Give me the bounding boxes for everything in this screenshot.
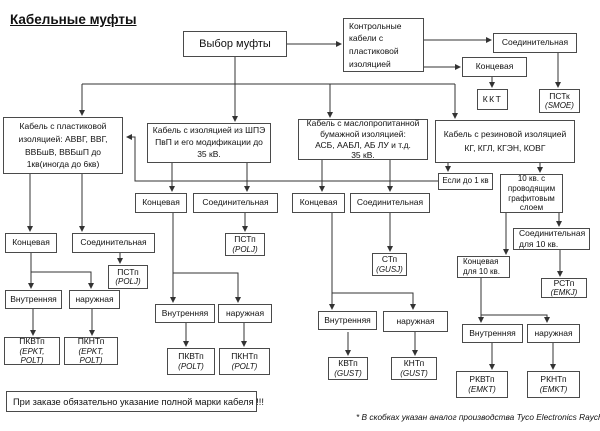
node-plastic-termination: Концевая: [5, 233, 57, 253]
node-label: КНТп: [403, 358, 425, 369]
node-code: (POLJ): [115, 277, 141, 287]
node-plastic-indoor: Внутренняя: [5, 290, 62, 309]
node-control-termination: Концевая: [462, 57, 527, 77]
node-plastic-pkntp: ПКНТп (EPKT, POLT): [64, 335, 118, 365]
node-label: ПСТк: [549, 90, 570, 101]
node-shpe-pstp: ПСТп (POLJ): [225, 233, 265, 256]
node-oil-termination: Концевая: [292, 193, 345, 213]
node-rubber-rstp: РСТп (EMKJ): [541, 278, 587, 298]
node-shpe-pkntp: ПКНТп (POLT): [219, 348, 270, 375]
node-oil-connector: Соединительная: [350, 193, 430, 213]
node-rubber-graphite: 10 кв. с проводящим графитовым слоем: [500, 174, 563, 213]
node-code: (GUST): [334, 368, 362, 378]
node-code: (POLT): [231, 361, 258, 371]
node-label: РСТп: [553, 277, 575, 288]
node-oil-kntp: КНТп (GUST): [391, 357, 437, 380]
node-code: (EMKJ): [550, 288, 578, 298]
node-code: (EPKT, POLT): [19, 346, 45, 365]
node-shpe-outdoor: наружная: [218, 304, 272, 323]
node-shpe-connector: Соединительная: [193, 193, 278, 213]
node-code: (EPKT, POLT): [78, 346, 104, 365]
node-rubber-connector-10kv: Соединительная для 10 кв.: [513, 228, 590, 250]
node-plastic-outdoor: наружная: [69, 290, 120, 309]
node-cable-plastic: Кабель с пластиковой изоляцией: АВВГ, ВВ…: [3, 117, 123, 174]
node-cable-shpe: Кабель с изоляцией из ШПЭ ПвП и его моди…: [147, 123, 271, 163]
node-code: (SMOE): [545, 101, 574, 111]
node-oil-kvtp: КВТп (GUST): [328, 357, 368, 380]
node-plastic-pkvtp: ПКВТп (EPKT, POLT): [4, 335, 60, 365]
node-label: РКНТп: [540, 374, 567, 385]
node-rubber-termination-10kv: Концевая для 10 кв.: [457, 256, 510, 278]
order-note-banner: При заказе обязательно указание полной м…: [6, 391, 264, 412]
node-label: РКВТп: [469, 374, 495, 385]
node-label: ПКВТп: [19, 335, 45, 346]
node-pstk: ПСТк (SMOE): [539, 89, 580, 113]
node-kkt: ККТ: [477, 89, 508, 110]
node-code: (POLJ): [232, 244, 258, 254]
node-shpe-pkvtp: ПКВТп (POLT): [167, 348, 215, 375]
node-label: ПКНТп: [77, 335, 105, 346]
node-label: ПКВТп: [178, 351, 204, 362]
node-label: СТп: [381, 254, 398, 265]
node-code: (EMKT): [539, 384, 568, 394]
node-shpe-indoor: Внутренняя: [155, 304, 215, 323]
node-code: (EMKT): [468, 384, 496, 394]
node-code: (POLT): [178, 361, 204, 371]
node-rubber-if-1kv: Если до 1 кв: [438, 173, 493, 190]
raychem-footnote: * В скобках указан аналог производства T…: [356, 412, 600, 422]
node-rubber-outdoor: наружная: [527, 324, 580, 343]
node-rubber-rkntp: РКНТп (EMKT): [527, 371, 580, 398]
node-label: ПСТп: [234, 234, 256, 245]
node-control-cables: Контрольные кабели с пластиковой изоляци…: [343, 18, 424, 72]
node-label: ПКНТп: [231, 351, 258, 362]
node-code: (GUST): [400, 368, 428, 378]
node-cable-rubber: Кабель с резиновой изоляцией КГ, КГЛ, КГ…: [435, 120, 575, 163]
node-plastic-connector: Соединительная: [72, 233, 155, 253]
page-title: Кабельные муфты: [10, 12, 137, 27]
node-cable-oil-paper: Кабель с маслопропитанной бумажной изоля…: [298, 118, 428, 160]
node-start: Выбор муфты: [183, 31, 287, 57]
node-rubber-rkvtp: РКВТп (EMKT): [456, 371, 508, 398]
node-label: КВТп: [338, 358, 358, 369]
node-code: (GUSJ): [376, 264, 403, 274]
node-label: ПСТп: [117, 266, 139, 277]
node-plastic-pstp: ПСТп (POLJ): [108, 265, 148, 289]
node-control-connector: Соединительная: [493, 33, 577, 53]
node-oil-stp: СТп (GUSJ): [372, 253, 407, 276]
node-shpe-termination: Концевая: [135, 193, 187, 213]
node-oil-outdoor: наружная: [383, 311, 448, 332]
node-rubber-indoor: Внутренняя: [462, 324, 523, 343]
node-oil-indoor: Внутренняя: [318, 311, 377, 330]
